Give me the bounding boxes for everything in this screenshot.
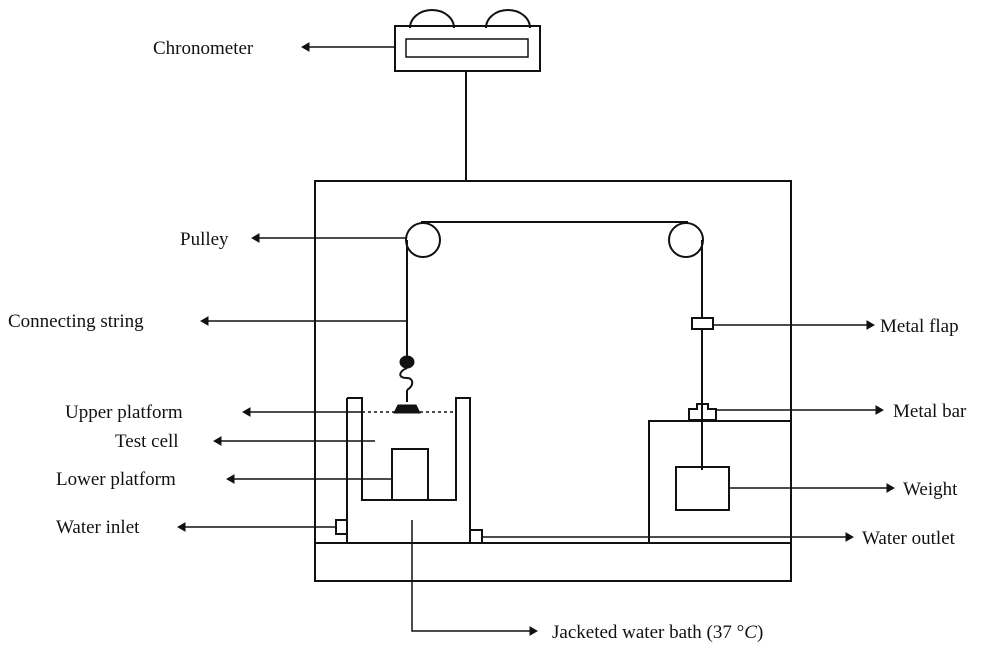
- pulley-left: [405, 222, 441, 258]
- weight-stand: [648, 420, 791, 543]
- apparatus-frame: [314, 180, 792, 582]
- arrow-lower-platform: [225, 474, 235, 484]
- hook-assembly: [362, 355, 456, 414]
- chronometer-body: [394, 25, 541, 72]
- hook: [399, 367, 414, 391]
- chronometer-display: [405, 38, 529, 58]
- metal-flap: [691, 317, 714, 330]
- label-jacketed-water-bath: Jacketed water bath (37 °C): [552, 622, 763, 643]
- pulley-system: [405, 221, 714, 470]
- water-outlet-nozzle: [469, 529, 483, 544]
- label-lower-platform: Lower platform: [56, 469, 176, 490]
- label-pulley: Pulley: [180, 229, 229, 250]
- arrow-metal-flap: [866, 320, 876, 330]
- arrow-water-outlet: [845, 532, 855, 542]
- outer-frame: [314, 180, 792, 582]
- label-test-cell: Test cell: [115, 431, 179, 452]
- label-weight: Weight: [903, 479, 958, 500]
- label-chronometer: Chronometer: [153, 38, 254, 59]
- label-connecting-string: Connecting string: [8, 311, 144, 332]
- arrow-jacketed-water-bath: [529, 626, 539, 636]
- arrow-upper-platform: [241, 407, 251, 417]
- right-callouts: Metal flap Metal bar Weight Water outlet…: [411, 316, 967, 643]
- water-bath-vessel: [335, 397, 650, 544]
- water-inlet-nozzle: [335, 519, 348, 535]
- label-metal-bar: Metal bar: [893, 401, 967, 422]
- chronometer-bell-right: [485, 9, 531, 29]
- label-water-outlet: Water outlet: [862, 528, 956, 549]
- arrow-chronometer: [300, 42, 310, 52]
- weight-assembly: [648, 403, 791, 543]
- arrow-water-inlet: [176, 522, 186, 532]
- label-water-inlet: Water inlet: [56, 517, 140, 538]
- arrow-weight: [886, 483, 896, 493]
- left-callouts: Chronometer Pulley Connecting string Upp…: [8, 38, 407, 538]
- upper-platform-disc: [393, 404, 421, 414]
- leader-jacketed-water-bath: [411, 520, 530, 632]
- chronometer: [394, 9, 541, 182]
- arrow-connecting-string: [199, 316, 209, 326]
- chronometer-bell-left: [409, 9, 455, 29]
- arrow-pulley: [250, 233, 260, 243]
- metal-bar: [688, 403, 717, 421]
- hook-knot: [399, 355, 415, 369]
- label-metal-flap: Metal flap: [880, 316, 959, 337]
- jacketed-water-bath-walls: [346, 397, 471, 543]
- lower-platform: [391, 448, 429, 501]
- label-upper-platform: Upper platform: [65, 402, 183, 423]
- arrow-metal-bar: [875, 405, 885, 415]
- pulley-right: [668, 222, 704, 258]
- arrow-test-cell: [212, 436, 222, 446]
- weight-block: [675, 466, 730, 511]
